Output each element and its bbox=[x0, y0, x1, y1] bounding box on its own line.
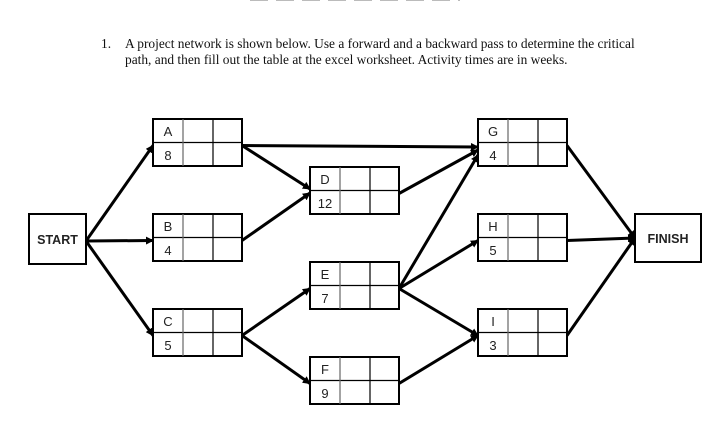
activity-id: I bbox=[491, 314, 495, 329]
question-number: 1. bbox=[101, 36, 112, 51]
activity-node-a: A8 bbox=[152, 118, 243, 167]
edge-g-to-finish bbox=[565, 144, 637, 239]
activity-node-c: C5 bbox=[152, 308, 243, 357]
edge-c-to-e bbox=[241, 287, 311, 337]
edge-a-to-d bbox=[241, 144, 311, 191]
edge-start-to-c bbox=[84, 240, 155, 337]
cropped-heading-text bbox=[250, 0, 460, 3]
activity-time: 7 bbox=[321, 291, 328, 306]
activity-id: B bbox=[164, 219, 173, 234]
activity-node-b: B4 bbox=[152, 213, 243, 262]
edge-i-to-finish bbox=[565, 237, 637, 337]
edge-a-to-g bbox=[241, 142, 479, 151]
edge-e-to-g bbox=[397, 154, 480, 290]
activity-node-f: F9 bbox=[309, 356, 400, 405]
activity-id: F bbox=[321, 362, 329, 377]
finish-label: FINISH bbox=[648, 232, 689, 246]
activity-node-h: H5 bbox=[477, 213, 568, 262]
activity-time: 4 bbox=[489, 148, 496, 163]
start-label: START bbox=[37, 233, 78, 247]
activity-id: G bbox=[488, 124, 498, 139]
edge-b-to-d bbox=[241, 191, 311, 242]
activity-time: 12 bbox=[318, 196, 332, 211]
start-node: START bbox=[28, 213, 87, 265]
activity-node-d: D 12 bbox=[309, 166, 400, 215]
finish-node: FINISH bbox=[634, 213, 702, 263]
edge-f-to-i bbox=[398, 334, 479, 385]
activity-time: 3 bbox=[489, 338, 496, 353]
edge-d-to-g bbox=[398, 148, 479, 195]
question-text: A project network is shown below. Use a … bbox=[125, 36, 635, 67]
activity-time: 4 bbox=[164, 243, 171, 258]
edge-c-to-f bbox=[241, 334, 311, 385]
edge-start-to-a bbox=[84, 144, 155, 242]
activity-id: A bbox=[164, 124, 173, 139]
activity-id: H bbox=[488, 219, 497, 234]
edge-start-to-b bbox=[85, 236, 154, 245]
activity-id: C bbox=[163, 314, 172, 329]
activity-time: 5 bbox=[164, 338, 171, 353]
question-text-block: 1. A project network is shown below. Use… bbox=[101, 36, 661, 67]
edge-e-to-h bbox=[398, 239, 479, 290]
activity-id: E bbox=[321, 267, 330, 282]
activity-node-e: E7 bbox=[309, 261, 400, 310]
edge-h-to-finish bbox=[566, 234, 636, 243]
edge-e-to-i bbox=[398, 287, 479, 337]
activity-time: 9 bbox=[321, 386, 328, 401]
activity-node-i: I3 bbox=[477, 308, 568, 357]
activity-time: 8 bbox=[164, 148, 171, 163]
activity-node-g: G4 bbox=[477, 118, 568, 167]
activity-id: D bbox=[320, 172, 329, 187]
activity-time: 5 bbox=[489, 243, 496, 258]
